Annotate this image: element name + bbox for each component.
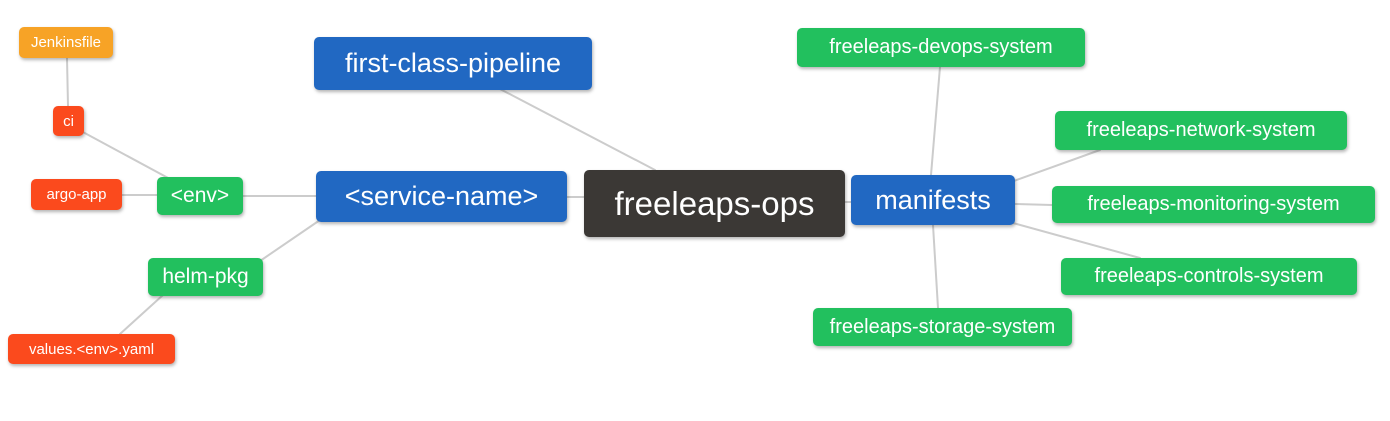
edge-manifests-to-storage-system — [932, 224, 939, 309]
edge-ci-to-env — [80, 130, 171, 180]
node-monitoring-system[interactable]: freeleaps-monitoring-system — [1052, 186, 1375, 223]
node-storage-system[interactable]: freeleaps-storage-system — [813, 308, 1072, 346]
edge-manifests-to-devops-system — [930, 66, 941, 176]
node-freeleaps-ops[interactable]: freeleaps-ops — [584, 170, 845, 237]
node-first-class-pipeline[interactable]: first-class-pipeline — [314, 37, 592, 90]
node-devops-system[interactable]: freeleaps-devops-system — [797, 28, 1085, 67]
node-argo-app[interactable]: argo-app — [31, 179, 122, 210]
edge-manifests-to-monitoring-system — [1014, 203, 1053, 206]
node-network-system[interactable]: freeleaps-network-system — [1055, 111, 1347, 150]
node-service-name[interactable]: <service-name> — [316, 171, 567, 222]
edge-first-class-pipeline-to-freeleaps-ops — [499, 88, 656, 171]
edge-helm-pkg-to-service-name — [259, 219, 321, 262]
edge-manifests-to-controls-system — [1012, 222, 1141, 259]
node-env[interactable]: <env> — [157, 177, 243, 215]
node-values-env-yaml[interactable]: values.<env>.yaml — [8, 334, 175, 364]
edge-jenkinsfile-to-ci — [66, 57, 69, 107]
node-helm-pkg[interactable]: helm-pkg — [148, 258, 263, 296]
edge-helm-pkg-to-values-env-yaml — [119, 294, 164, 335]
node-controls-system[interactable]: freeleaps-controls-system — [1061, 258, 1357, 295]
node-ci[interactable]: ci — [53, 106, 84, 136]
edge-manifests-to-network-system — [1010, 149, 1101, 183]
node-jenkinsfile[interactable]: Jenkinsfile — [19, 27, 113, 58]
node-manifests[interactable]: manifests — [851, 175, 1015, 225]
